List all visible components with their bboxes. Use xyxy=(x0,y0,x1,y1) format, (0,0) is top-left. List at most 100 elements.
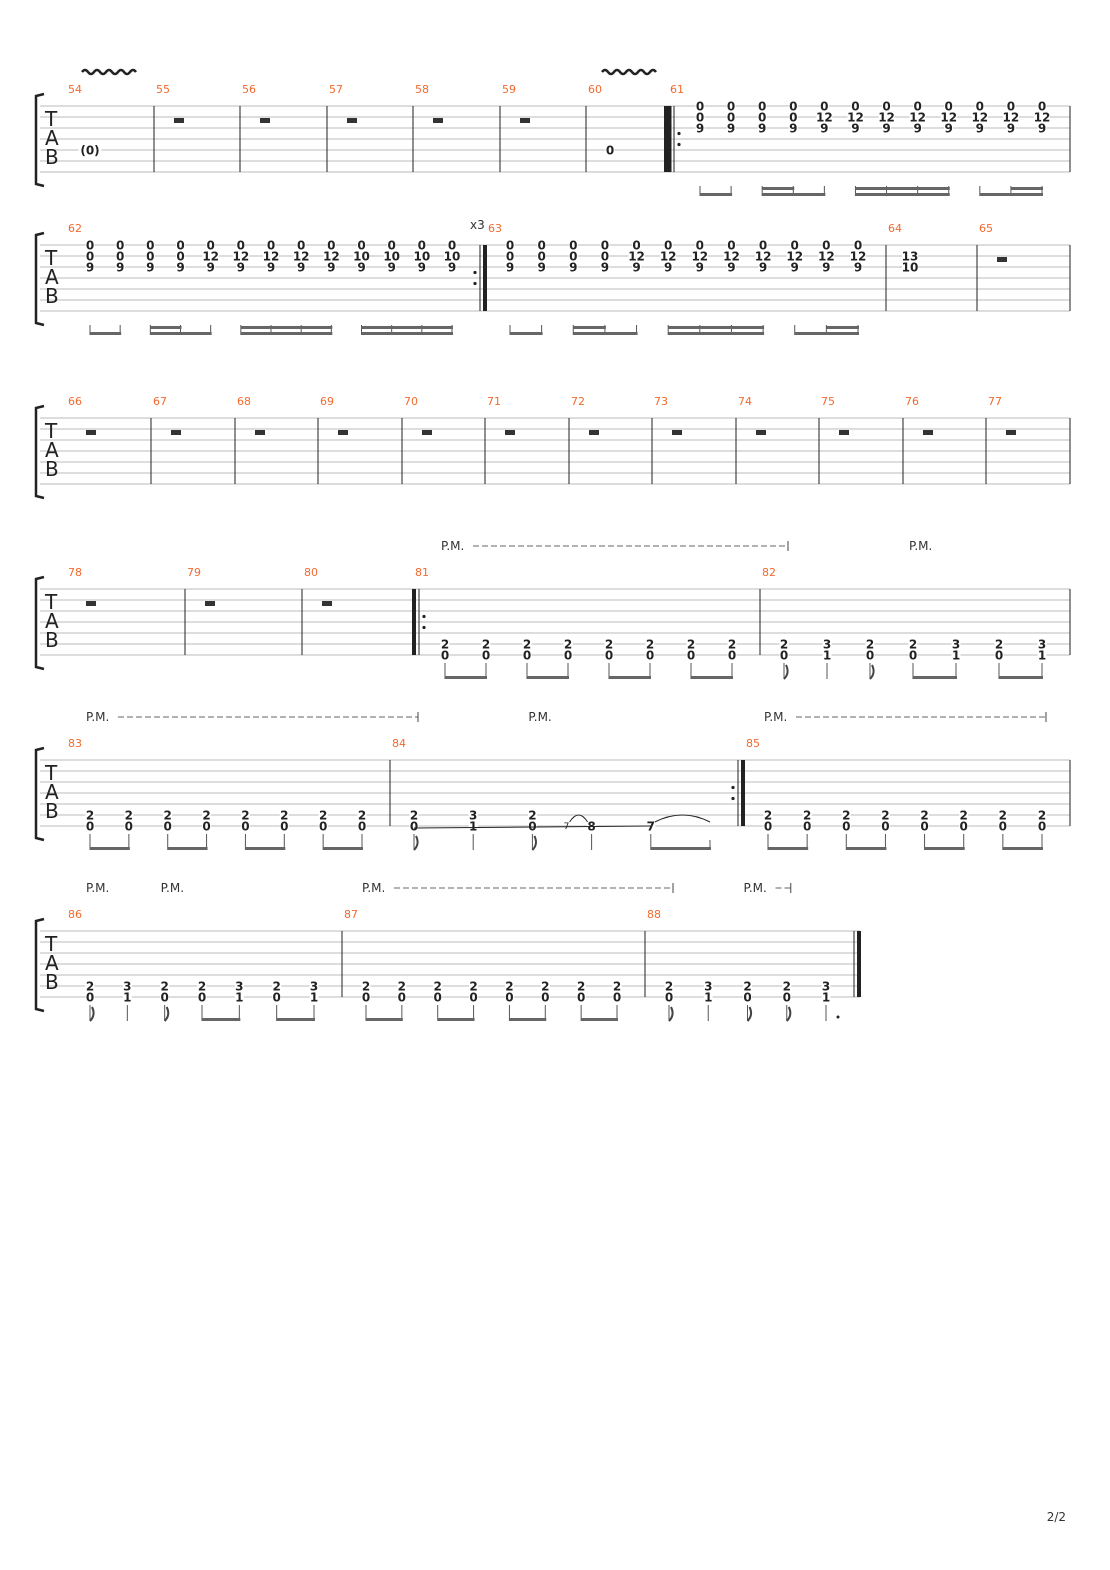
measure: 58 xyxy=(412,83,443,172)
fret-bg xyxy=(397,980,407,991)
measure-number: 54 xyxy=(68,83,82,96)
beam xyxy=(240,332,333,335)
fret-bg xyxy=(522,638,532,649)
fret-bg xyxy=(975,100,985,111)
fret-number: 9 xyxy=(116,261,124,275)
fret-bg xyxy=(85,980,95,991)
fret-number: 0 xyxy=(206,239,214,253)
tab-clef-letter: B xyxy=(45,457,59,481)
measure-number: 55 xyxy=(156,83,170,96)
fret-number: 0 xyxy=(665,991,673,1005)
fret-bg xyxy=(695,100,705,111)
beam xyxy=(700,193,733,196)
fret-bg xyxy=(145,250,155,261)
fret-bg xyxy=(818,250,835,261)
fret-bg xyxy=(913,100,923,111)
fret-bg xyxy=(417,239,427,250)
beat: 20 xyxy=(865,638,875,680)
beam xyxy=(691,676,733,679)
fret-number: 9 xyxy=(327,261,335,275)
beat: 20 xyxy=(645,638,655,679)
beam xyxy=(1002,847,1043,850)
palm-mute-label: P.M. xyxy=(764,710,787,724)
fret-bg xyxy=(865,638,875,649)
beat: 31 xyxy=(468,809,478,850)
fret-bg xyxy=(646,820,656,831)
measure: 55 xyxy=(153,83,184,172)
fret-bg xyxy=(309,991,319,1002)
whole-rest xyxy=(86,430,96,435)
fret-bg xyxy=(160,991,170,1002)
fret-bg xyxy=(998,809,1008,820)
measure-number: 80 xyxy=(304,566,318,579)
whole-rest xyxy=(433,118,443,123)
fret-bg xyxy=(1037,649,1047,660)
fret-number: 1 xyxy=(704,991,712,1005)
fret-bg xyxy=(293,250,310,261)
fret-bg xyxy=(318,820,328,831)
fret-bg xyxy=(85,809,95,820)
beat: 20 xyxy=(202,809,212,850)
fret-bg xyxy=(540,980,550,991)
beat: 20 xyxy=(576,980,586,1021)
fret-number: 2 xyxy=(1038,809,1046,823)
fret-bg xyxy=(361,980,371,991)
beat: 009 xyxy=(757,100,767,196)
fret-number: 12 xyxy=(909,111,926,125)
beat: (0) xyxy=(78,144,102,158)
repeat-end-thick-bar xyxy=(741,760,745,826)
fret-bg xyxy=(568,261,578,272)
fret-bg xyxy=(197,980,207,991)
fret-number: 0 xyxy=(116,250,124,264)
measure: 54 (0) xyxy=(68,83,102,158)
fret-number: 3 xyxy=(235,980,243,994)
fret-bg xyxy=(504,980,514,991)
fret-number: 0 xyxy=(758,100,766,114)
fret-bg xyxy=(505,239,515,250)
fret-number: 9 xyxy=(176,261,184,275)
measure: 80 xyxy=(301,566,332,655)
flag xyxy=(413,835,419,851)
fret-number: 0 xyxy=(569,239,577,253)
beat: 20 xyxy=(504,980,514,1021)
repeat-end-thick-bar xyxy=(483,245,487,311)
fret-number: 2 xyxy=(687,638,695,652)
fret-number: 2 xyxy=(469,980,477,994)
fret-number: 9 xyxy=(601,261,609,275)
fret-bg xyxy=(821,261,831,272)
fret-number: 0 xyxy=(999,820,1007,834)
measure: 66 xyxy=(68,395,96,435)
fret-number: 0 xyxy=(789,111,797,125)
fret-number: 0 xyxy=(541,991,549,1005)
tab-clef-letter: T xyxy=(44,419,58,443)
beam-secondary xyxy=(855,187,950,190)
fret-bg xyxy=(902,261,918,272)
fret-bg xyxy=(959,809,969,820)
beat: 20 xyxy=(318,809,328,850)
fret-number: 0 xyxy=(441,649,449,663)
fret-number: 0 xyxy=(362,991,370,1005)
fret-number: 9 xyxy=(267,261,275,275)
fret-number: 0 xyxy=(605,649,613,663)
tab-clef-letter: A xyxy=(45,780,59,804)
measure-number: 68 xyxy=(237,395,251,408)
fret-bg xyxy=(323,250,340,261)
fret-bg xyxy=(663,261,673,272)
tab-clef-letter: B xyxy=(45,799,59,823)
whole-rest xyxy=(756,430,766,435)
beat: 20 xyxy=(743,980,753,1022)
fret-bg xyxy=(695,239,705,250)
beam xyxy=(366,1018,403,1021)
tab-system: TAB8320202020202020208420312087785202020… xyxy=(34,710,1071,851)
beat: 20 xyxy=(604,638,614,679)
fret-number: 12 xyxy=(818,250,835,264)
fret-bg xyxy=(743,980,752,991)
fret-bg xyxy=(882,100,892,111)
flag xyxy=(163,1006,170,1022)
measure: 74 xyxy=(735,395,766,484)
beat: 20 xyxy=(664,980,674,1022)
